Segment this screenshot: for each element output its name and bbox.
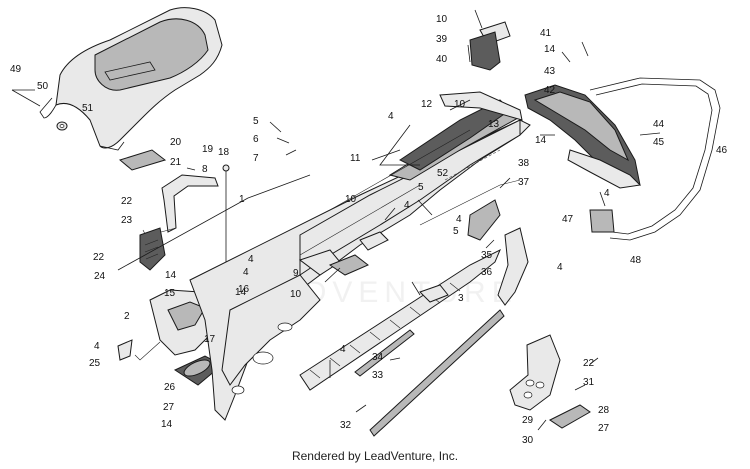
rail-34 <box>299 248 501 391</box>
callout-40: 40 <box>436 54 448 65</box>
callout-19: 19 <box>202 144 214 155</box>
seat <box>39 7 223 151</box>
callout-labels: 1 2 3 4 4 4 4 4 4 4 4 4 5 5 5 6 7 8 9 10… <box>10 14 728 446</box>
callout-14e: 14 <box>161 419 173 430</box>
callout-15: 15 <box>164 288 176 299</box>
callout-6: 6 <box>253 134 259 145</box>
frame-46 <box>589 77 721 241</box>
plate-31 <box>509 334 561 411</box>
callout-5b: 5 <box>418 182 424 193</box>
callout-4g: 4 <box>456 214 462 225</box>
callout-27b: 27 <box>598 423 610 434</box>
tunnel <box>189 99 531 421</box>
callout-48: 48 <box>630 255 642 266</box>
callout-11: 11 <box>350 153 361 164</box>
callout-49: 49 <box>10 64 22 75</box>
rail-32 <box>369 309 505 437</box>
callout-44: 44 <box>653 119 665 130</box>
callout-5c: 5 <box>453 226 459 237</box>
callout-4: 4 <box>388 111 394 122</box>
callout-47: 47 <box>562 214 574 225</box>
washer-51 <box>56 121 68 131</box>
callout-22: 22 <box>121 196 133 207</box>
callout-14c: 14 <box>165 270 177 281</box>
callout-16: 16 <box>238 284 250 295</box>
callout-45: 45 <box>653 137 665 148</box>
pad-20 <box>118 149 167 171</box>
clip-25 <box>117 339 133 361</box>
callout-31: 31 <box>583 377 595 388</box>
callout-30: 30 <box>522 435 534 446</box>
callout-3: 3 <box>458 293 464 304</box>
callout-35: 35 <box>481 250 493 261</box>
callout-29: 29 <box>522 415 534 426</box>
rail-13 <box>439 91 523 121</box>
bracket-36 <box>497 227 529 306</box>
callout-23: 23 <box>121 215 133 226</box>
callout-7: 7 <box>253 153 259 164</box>
callout-37: 37 <box>518 177 530 188</box>
callout-52: 52 <box>437 168 449 179</box>
callout-13: 13 <box>488 119 500 130</box>
callout-25: 25 <box>89 358 101 369</box>
callout-9: 9 <box>293 268 299 279</box>
callout-21: 21 <box>170 157 182 168</box>
callout-20: 20 <box>170 137 182 148</box>
grip-28 <box>549 404 591 429</box>
bracket-18 <box>161 174 219 233</box>
callout-36: 36 <box>481 267 493 278</box>
callout-10: 10 <box>436 14 448 25</box>
callout-17: 17 <box>204 334 216 345</box>
callout-51: 51 <box>82 103 94 114</box>
rear-bumper <box>524 84 642 189</box>
callout-10c: 10 <box>345 194 357 205</box>
footer-credit: Rendered by LeadVenture, Inc. <box>291 449 459 463</box>
plate-47 <box>589 209 615 233</box>
callout-14: 14 <box>544 44 556 55</box>
callout-26: 26 <box>164 382 176 393</box>
bar-33 <box>354 329 415 377</box>
callout-50: 50 <box>37 81 49 92</box>
callout-41: 41 <box>540 28 552 39</box>
callout-22c: 22 <box>583 358 595 369</box>
callout-4c: 4 <box>243 267 249 278</box>
callout-10d: 10 <box>290 289 302 300</box>
callout-28: 28 <box>598 405 610 416</box>
callout-32: 32 <box>340 420 352 431</box>
callout-4b: 4 <box>404 200 410 211</box>
callout-10b: 10 <box>454 99 466 110</box>
callout-14d: 14 <box>235 287 247 298</box>
callout-46: 46 <box>716 145 728 156</box>
callout-24: 24 <box>94 271 106 282</box>
callout-8: 8 <box>202 164 208 175</box>
callout-33: 33 <box>372 370 384 381</box>
callout-39: 39 <box>436 34 448 45</box>
callout-4f: 4 <box>557 262 563 273</box>
bracket-40 <box>469 31 501 71</box>
callout-14b: 14 <box>535 135 547 146</box>
callout-38: 38 <box>518 158 530 169</box>
callout-22b: 22 <box>93 252 105 263</box>
callout-27: 27 <box>163 402 175 413</box>
callout-1: 1 <box>239 194 245 205</box>
callout-18: 18 <box>218 147 230 158</box>
callout-4h: 4 <box>604 188 610 199</box>
callout-4i: 4 <box>248 254 254 265</box>
callout-42: 42 <box>544 85 556 96</box>
callout-5: 5 <box>253 116 259 127</box>
callout-2: 2 <box>124 311 130 322</box>
bracket-35 <box>467 199 501 241</box>
plate-3 <box>419 284 449 303</box>
callout-4e: 4 <box>340 344 346 355</box>
screw-50 <box>11 89 41 107</box>
callout-34: 34 <box>372 352 384 363</box>
callout-4d: 4 <box>94 341 100 352</box>
callout-43: 43 <box>544 66 556 77</box>
callout-12: 12 <box>421 99 433 110</box>
leader-lines <box>12 9 661 431</box>
